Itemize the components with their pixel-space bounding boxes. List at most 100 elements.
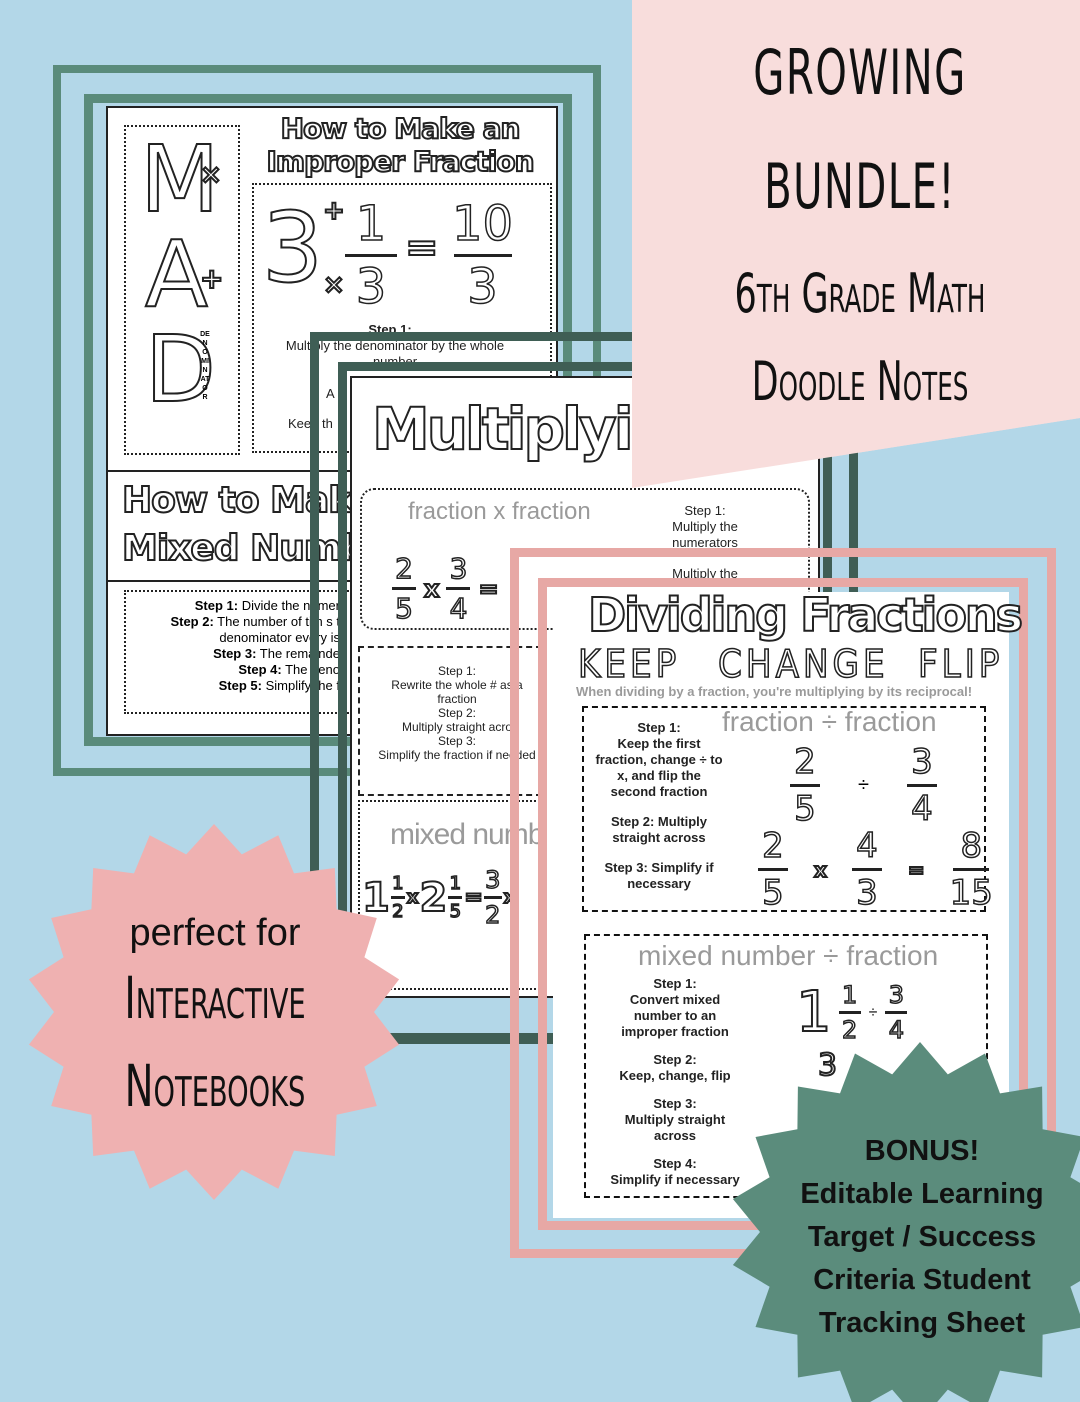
box2-step2-label: Step 2:	[653, 1052, 697, 1067]
bonus-line3: Target / Success	[807, 1221, 1037, 1253]
bonus-text: BONUS! Editable Learning Target / Succes…	[772, 1130, 1072, 1345]
box1-step1: Step 1: Keep the first fraction, change …	[594, 720, 724, 800]
box1-step2-text: straight across	[612, 830, 706, 845]
sheet1-title-line1: How to Make an	[280, 111, 522, 146]
plus-sign: +	[322, 195, 346, 227]
result-num: 10	[451, 195, 514, 253]
box1-step1-label: Step 1:	[637, 720, 681, 735]
ex2-d1: 2	[391, 900, 404, 923]
box2-step3-label: Step 3:	[653, 1096, 697, 1111]
s3ex3-d: 2	[841, 1015, 858, 1045]
s3ex3-div: ÷	[868, 1003, 878, 1021]
frac-den: 3	[355, 258, 387, 316]
sheet3-box1	[582, 706, 986, 912]
box1-step2: Step 2: Multiply straight across	[594, 814, 724, 846]
sheet2-steps: Step 1: Rewrite the whole # as a fractio…	[364, 664, 550, 762]
denominator-label: DENOMINATOR	[200, 331, 210, 401]
equals-sign: =	[404, 224, 439, 272]
banner-line3: 6th Grade Math	[734, 262, 986, 325]
box2-step1-label: Step 1:	[653, 976, 697, 991]
box2-step3-text: Multiply straight across	[624, 1112, 726, 1143]
box1-title: fraction ÷ fraction	[722, 706, 937, 737]
s2-step: Step 3:	[437, 734, 477, 748]
ex2-d2: 5	[449, 900, 462, 923]
side-step1-label: Step 1:	[684, 503, 726, 518]
s3ex2-b-num: 4	[855, 825, 878, 867]
s2-step: Step 1:	[437, 664, 477, 678]
ex1-a-num: 2	[394, 551, 413, 586]
box2-title: mixed number ÷ fraction	[638, 940, 939, 971]
frag-a: A	[326, 386, 335, 401]
bonus-line1: BONUS!	[864, 1135, 980, 1167]
s3ex2-r-den: 15	[949, 872, 994, 914]
s3ex1-a-num: 2	[793, 741, 816, 783]
bonus-line2: Editable Learning	[800, 1178, 1044, 1210]
s2-step: Step 2:	[437, 706, 477, 720]
s3ex2-x: x	[813, 857, 828, 883]
whole-number: 3	[261, 191, 324, 305]
s2-step: Rewrite the whole # as a	[391, 678, 523, 692]
box2-step2-text: Keep, change, flip	[619, 1068, 731, 1083]
ex2-r1d: 2	[484, 900, 501, 930]
ex1-b-num: 3	[449, 551, 468, 586]
ex1-eq: =	[477, 574, 499, 604]
banner-line2: BUNDLE!	[764, 150, 956, 223]
ex2-n2: 1	[449, 872, 462, 895]
mixed-step: Step 2: The number of tim s t	[170, 614, 340, 629]
s3ex2-a-den: 5	[761, 872, 784, 914]
frac-num: 1	[355, 195, 387, 253]
ex2-n1: 1	[391, 872, 404, 895]
s3ex2-a-num: 2	[761, 825, 784, 867]
mad-letter-a: A	[144, 221, 209, 328]
s3ex1-b-num: 3	[910, 741, 933, 783]
s3ex1-a-den: 5	[793, 788, 816, 830]
mad-letter-m: M	[139, 126, 220, 233]
sheet1-title-line2: Improper Fraction	[265, 144, 535, 179]
mixed-step: denominator every is	[219, 630, 340, 645]
change-word: CHANGE	[717, 641, 889, 687]
ex2-w2: 2	[418, 874, 448, 922]
ex2-op: x	[406, 886, 420, 909]
s2-step: fraction	[437, 692, 477, 706]
s3ex2-eq: =	[907, 857, 926, 883]
badge-line1: perfect for	[129, 912, 301, 954]
side-step2-text: Multiply the	[672, 566, 738, 581]
sheet1-divider2	[106, 580, 558, 582]
box1-step3: Step 3: Simplify if necessary	[594, 860, 724, 892]
s3ex3-bn: 3	[888, 980, 905, 1010]
mixed-steps-list: Step 1: Divide the numer Step 2: The num…	[140, 598, 340, 694]
s2-step: Multiply straight acro	[401, 720, 513, 734]
denominator-vertical: DENOMINATOR	[200, 330, 210, 402]
box2-step4-label: Step 4:	[653, 1156, 697, 1171]
plus-mini: +	[199, 261, 225, 296]
ex2-w1: 1	[361, 874, 391, 922]
ex1-op: x	[423, 574, 441, 604]
sheet3-title: Dividing Fractions	[587, 587, 1024, 643]
box2-step4-text: Simplify if necessary	[610, 1172, 740, 1187]
times-mini: ×	[199, 159, 223, 191]
box2-step1-text: Convert mixed number to an improper frac…	[621, 992, 729, 1039]
s2-step: Simplify the fraction if needed	[378, 748, 536, 762]
bonus-line4: Criteria Student	[813, 1264, 1031, 1296]
ex2-eq: =	[463, 884, 484, 911]
s3ex3-bd: 4	[888, 1015, 905, 1045]
mixed-step: Step 5: Simplify the f	[218, 678, 340, 693]
sheet1-divider	[106, 470, 558, 472]
s3ex1-b-den: 4	[910, 788, 933, 830]
side-step1-text: Multiply the numerators	[672, 519, 738, 550]
s3ex3-n: 1	[841, 980, 858, 1010]
frac-1-3: 1 3	[345, 195, 397, 316]
reciprocal-note: When dividing by a fraction, you're mult…	[576, 684, 973, 699]
s3ex3-w: 1	[795, 979, 833, 1046]
ex1-b-den: 4	[449, 591, 468, 626]
ex2-r1n: 3	[484, 865, 501, 895]
box2-steps: Step 1: Convert mixed number to an impro…	[606, 976, 744, 1188]
badge-starburst	[28, 824, 400, 1200]
keep-word: KEEP	[577, 641, 681, 687]
badge-line3: Notebooks	[124, 1052, 306, 1120]
times-sign: ×	[322, 269, 346, 301]
box1-step3-label: Step 3: Simplify if	[604, 860, 714, 875]
